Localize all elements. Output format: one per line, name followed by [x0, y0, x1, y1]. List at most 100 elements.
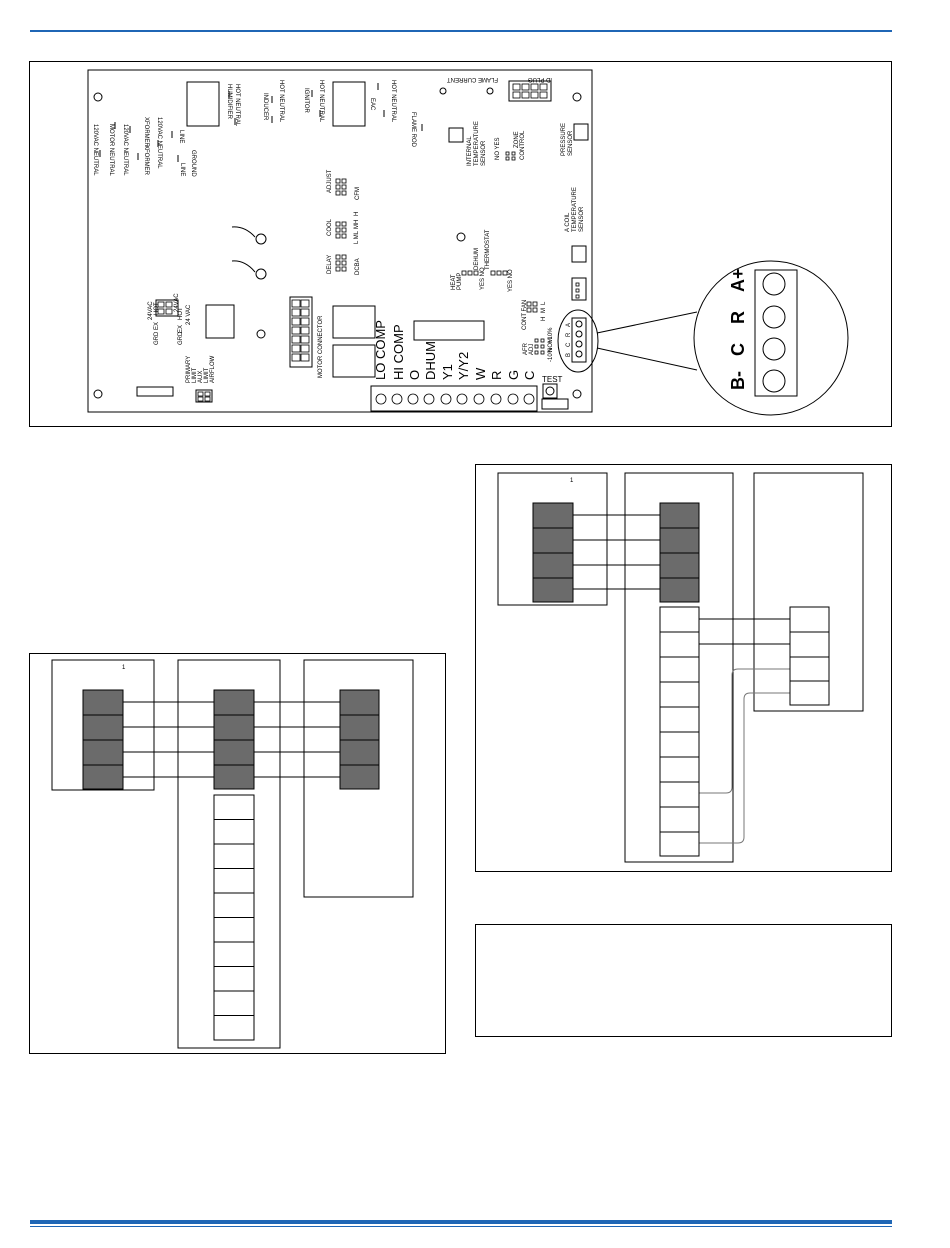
terminal-label-w: W	[473, 367, 488, 380]
fuse	[136, 386, 174, 397]
device-box-3	[303, 659, 414, 898]
label-hot: HOT	[154, 302, 160, 315]
jumper-pins	[157, 151, 580, 402]
label-pressure: PRESSURE	[561, 123, 567, 156]
hi-comp-relay	[332, 344, 376, 378]
label-flame-current: FLAME CURRENT	[447, 76, 498, 82]
right-terminals	[532, 502, 700, 603]
humidifier-relay	[186, 81, 220, 127]
label-hot-neutral: HOT NEUTRAL	[234, 84, 240, 127]
label-fan-m: M	[541, 308, 547, 313]
board-big-labels: LO COMP HI COMP TEST O DHUM Y1 Y/Y2 W R …	[373, 320, 563, 384]
label-humidifier: HUMIDIFIER	[226, 84, 232, 120]
label-fan-h: H	[541, 317, 547, 321]
left-diagram	[51, 659, 414, 1049]
arrow	[231, 260, 256, 273]
device-box-3	[753, 472, 864, 712]
label-cont-fan: CONT FAN	[522, 300, 528, 330]
motor-connector-pins	[291, 299, 310, 362]
label-sensor: SENSOR	[579, 206, 585, 232]
label-term-a: A	[566, 323, 572, 327]
transformer-connector	[155, 299, 179, 317]
terminal-label-o: O	[407, 370, 422, 380]
label-limit: LIMIT	[192, 367, 198, 383]
label-cool: COOL	[327, 218, 333, 236]
label-sensor: SENSOR	[481, 140, 487, 166]
label-pump: PUMP	[457, 273, 463, 290]
zoom-terminal-r	[762, 305, 786, 329]
mount-hole	[256, 329, 266, 339]
internal-sensor-connector	[448, 127, 464, 143]
device-box-1	[51, 659, 155, 791]
left-terminals	[82, 689, 380, 790]
label-minus-10: -10%	[548, 347, 554, 362]
device-box-2	[624, 472, 734, 863]
display-window	[413, 320, 485, 341]
led-indicator	[255, 268, 267, 280]
device-box-1	[497, 472, 608, 606]
label-test: TEST	[542, 375, 563, 384]
flame-current-test-point	[439, 87, 447, 95]
terminal-label-c: C	[522, 371, 537, 380]
id-plug-pins	[512, 83, 548, 99]
terminal-screws	[375, 393, 535, 405]
right-diagram	[497, 472, 864, 863]
label-h: H	[354, 212, 360, 216]
terminal-label-r: R	[489, 371, 504, 380]
control-board	[87, 69, 593, 413]
label-temperature: TEMPERATURE	[474, 121, 480, 166]
label-120vac-neutral: 120VAC NEUTRAL	[92, 124, 98, 176]
top-rule	[30, 30, 892, 32]
label-l-ml: L ML	[354, 230, 360, 244]
label-plus-10: +10%	[548, 327, 554, 343]
label-24vac: 24VAC	[174, 293, 180, 312]
label-adjust: ADJUST	[327, 169, 333, 193]
label-hi-comp: HI COMP	[391, 324, 406, 380]
label-limit: LIMIT	[204, 367, 210, 383]
pressure-sensor-connector	[573, 123, 589, 141]
label-hot-neutral: HOT NEUTRAL	[318, 80, 324, 123]
label-fan-l: L	[541, 301, 547, 305]
label-aux: AUX	[198, 371, 204, 383]
label-yes-no: YES NO	[480, 267, 486, 290]
zoom-label-a: A+	[728, 268, 748, 292]
label-primary: PRIMARY	[186, 356, 192, 383]
bottom-rule-thin	[30, 1226, 892, 1227]
label-nom: NOM	[548, 338, 554, 352]
bottom-rule	[30, 1220, 892, 1224]
label-afr: AFR	[523, 342, 529, 355]
label-airflow: AIRFLOW	[210, 355, 216, 383]
label-yes-no: YES NO	[508, 269, 514, 292]
label-a-coil: A COIL	[565, 212, 571, 232]
quick-connects	[99, 83, 423, 162]
zoom-terminal-a	[762, 272, 786, 296]
label-dehum: DEHUM	[474, 248, 480, 270]
label-temperature: TEMPERATURE	[572, 187, 578, 232]
id-plug	[508, 80, 552, 102]
zoom-label-r: R	[728, 311, 748, 324]
board-labels: ID PLUG FLAME CURRENT HUMIDIFIER HOT NEU…	[92, 76, 585, 383]
label-id-plug: ID PLUG	[528, 76, 552, 82]
eac-relay	[332, 81, 366, 127]
left-empty-terminals	[213, 794, 255, 1041]
thermostat-terminal-strip	[370, 385, 538, 412]
label-term-c: C	[566, 342, 572, 347]
test-button[interactable]	[542, 383, 558, 399]
label-line: LINE	[179, 163, 185, 176]
label-eac: EAC	[369, 98, 375, 111]
label-xformer: XFORMER	[143, 117, 149, 148]
label-xformer: XFORMER	[143, 145, 149, 176]
lo-comp-relay	[332, 305, 376, 339]
zoom-label-c: C	[728, 343, 748, 356]
control-board-figure	[29, 61, 892, 427]
label-mh: MH	[354, 220, 360, 229]
label-24vac: 24VAC	[148, 301, 154, 320]
label-cfm: CFM	[355, 187, 361, 200]
arrow	[231, 226, 256, 238]
mount-hole	[93, 92, 103, 102]
flame-current-test-point	[486, 87, 494, 95]
label-120vac-neutral: 120VAC NEUTRAL	[122, 124, 128, 176]
transformer-relay	[205, 304, 235, 339]
left-diagram-mark: 1	[122, 665, 126, 671]
